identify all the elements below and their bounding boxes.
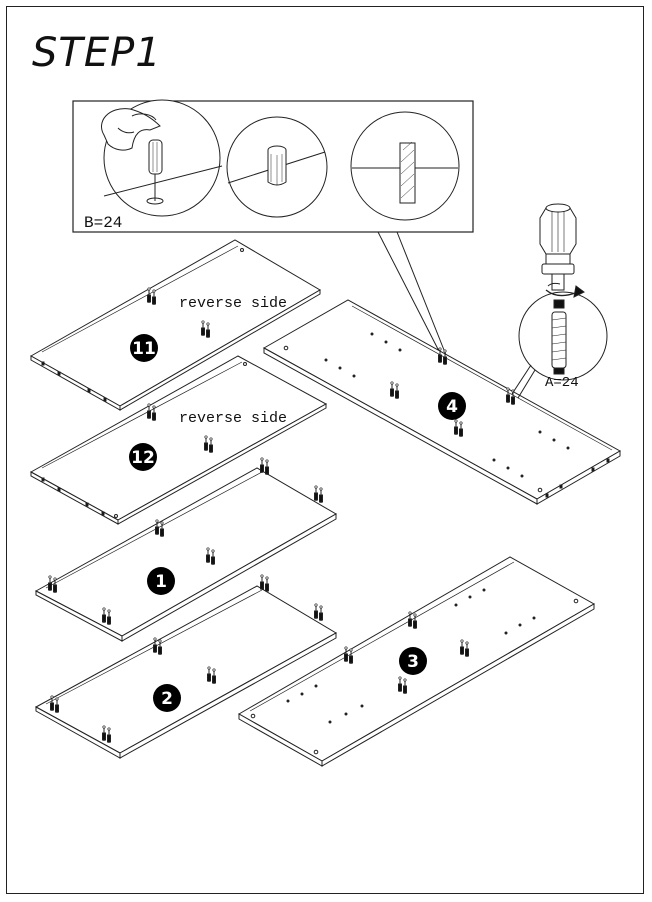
detail-dowel-seated	[226, 116, 328, 218]
badge-1: 1	[147, 567, 175, 595]
badge-3-number: 3	[407, 652, 419, 672]
badge-3: 3	[399, 647, 427, 675]
badge-12: 12	[129, 443, 157, 471]
badge-12-number: 12	[131, 448, 155, 468]
badge-4: 4	[438, 392, 466, 420]
panel-11	[29, 239, 321, 411]
badge-11-number: 11	[132, 339, 156, 359]
cam-bolt-callout	[511, 203, 608, 399]
detail-dowel-section	[350, 111, 460, 221]
badge-1-number: 1	[155, 572, 167, 592]
detail-box-label: B=24	[84, 214, 122, 232]
badge-11: 11	[130, 334, 158, 362]
badge-2-number: 2	[161, 689, 173, 709]
badge-4-number: 4	[446, 397, 458, 417]
panel-2	[34, 574, 338, 759]
badge-2: 2	[153, 684, 181, 712]
step-title: STEP1	[32, 30, 162, 76]
detail-dowel-insert	[101, 99, 223, 217]
panel-12	[29, 355, 328, 525]
detail-box	[72, 99, 474, 356]
callout-label: A=24	[545, 375, 579, 391]
panel-1	[34, 457, 338, 642]
reverse-side-label-12: reverse side	[179, 410, 287, 427]
reverse-side-label-11: reverse side	[179, 295, 287, 312]
page-frame	[6, 6, 644, 894]
